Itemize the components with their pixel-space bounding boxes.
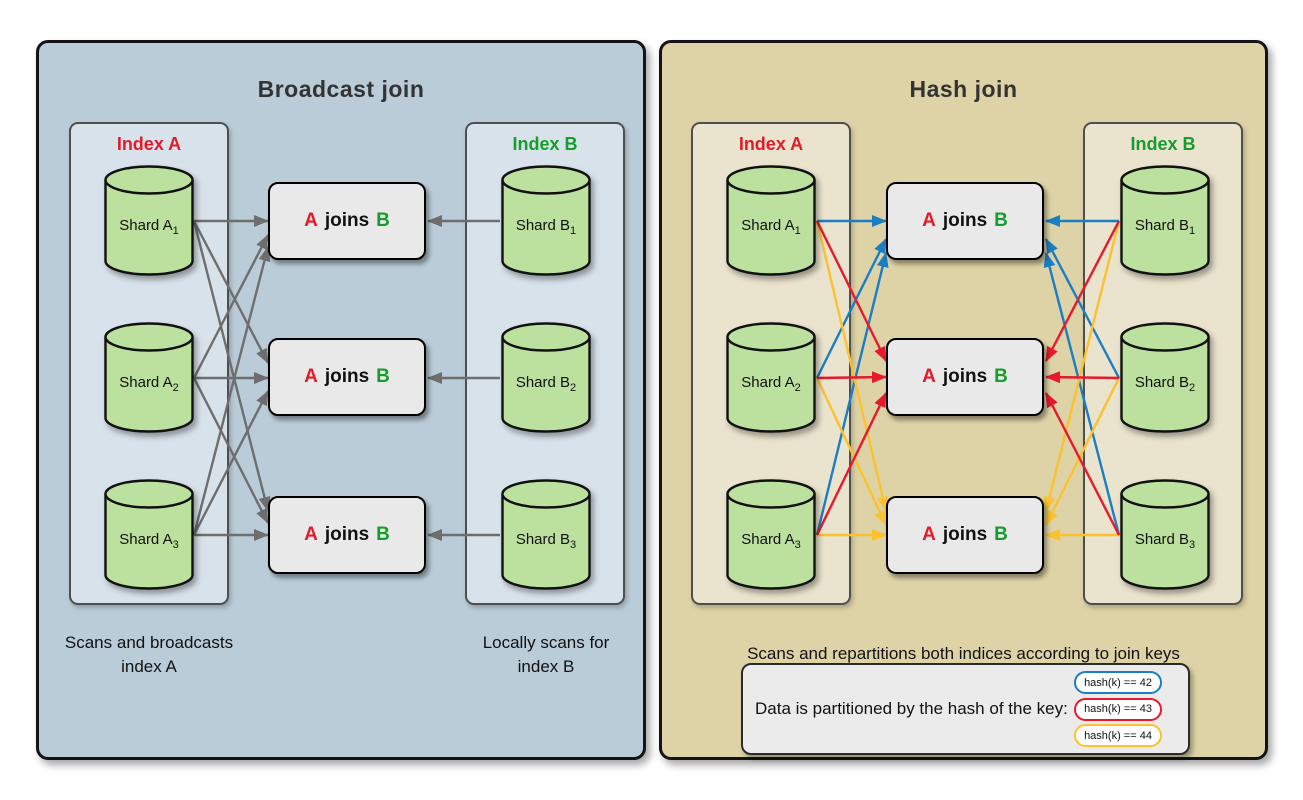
legend-item-hash-43: hash(k) == 43 (1074, 697, 1162, 721)
hash-shard-b3-cylinder: Shard B3 (1119, 479, 1211, 591)
database-cylinder-icon (104, 165, 194, 276)
hash-partition-legend: Data is partitioned by the hash of the k… (741, 663, 1190, 755)
hash-join-box-3: A joins B (886, 496, 1044, 574)
arrow-a1-join3 (192, 220, 271, 512)
legend-item-hash-42: hash(k) == 42 (1074, 671, 1162, 694)
broadcast-join-panel: Broadcast join Index A Index B Shard A1 (36, 40, 646, 760)
index-b-label: Index B (1130, 134, 1196, 154)
legend-text: Data is partitioned by the hash of the k… (755, 699, 1068, 718)
hash-shard-b2-cylinder: Shard B2 (1119, 322, 1211, 434)
arrow-a2-join1 (192, 234, 270, 379)
arrow-hash43-a2-join2 (816, 371, 887, 384)
legend-pill-list: hash(k) == 42 hash(k) == 43 hash(k) == 4… (1074, 665, 1162, 753)
hash-shard-a1-cylinder: Shard A1 (725, 165, 817, 277)
shard-label: Shard B2 (1134, 374, 1196, 394)
arrow-hash43-b3-join2 (1044, 392, 1121, 536)
shard-label: Shard A2 (741, 374, 801, 394)
broadcast-caption-index-a: Scans and broadcasts index A (64, 633, 234, 676)
shard-label: Shard A1 (119, 217, 179, 237)
shard-label: Shard A2 (119, 374, 179, 394)
arrow-hash43-b1-join2 (1044, 220, 1121, 362)
database-cylinder-icon (1120, 479, 1210, 590)
index-a-label: Index A (738, 134, 804, 154)
arrow-hash42-b3-join1 (1043, 252, 1121, 536)
database-cylinder-icon (104, 479, 194, 590)
arrow-hash44-a1-join3 (815, 220, 889, 512)
broadcast-join-box-1: A joins B (268, 182, 426, 260)
hash-join-panel: Hash join Index A Index B (659, 40, 1268, 760)
index-a-label: Index A (116, 134, 182, 154)
database-cylinder-icon (1120, 322, 1210, 433)
shard-label: Shard B3 (515, 531, 577, 551)
arrow-a3-join1 (192, 246, 271, 536)
shard-label: Shard B3 (1134, 531, 1196, 551)
broadcast-caption-index-b: Locally scans for index B (482, 633, 610, 676)
hash-join-box-2: A joins B (886, 338, 1044, 416)
broadcast-shard-b3-cylinder: Shard B3 (500, 479, 592, 591)
broadcast-join-box-2: A joins B (268, 338, 426, 416)
broadcast-join-box-3: A joins B (268, 496, 426, 574)
broadcast-shard-a3-cylinder: Shard A3 (103, 479, 195, 591)
broadcast-shard-a1-cylinder: Shard A1 (103, 165, 195, 277)
arrow-hash44-a2-join3 (815, 377, 888, 526)
broadcast-shard-b2-cylinder: Shard B2 (500, 322, 592, 434)
arrow-hash43-b2-join2 (1045, 371, 1120, 384)
arrow-hash42-a2-join1 (815, 238, 888, 379)
database-cylinder-icon (501, 165, 591, 276)
database-cylinder-icon (1120, 165, 1210, 276)
shard-label: Shard B1 (515, 217, 577, 237)
hash-join-box-1: A joins B (886, 182, 1044, 260)
legend-item-hash-44: hash(k) == 44 (1074, 724, 1162, 747)
arrow-a3-join2 (192, 390, 270, 536)
hash-arrows-layer (815, 215, 1121, 541)
broadcast-shard-b1-cylinder: Shard B1 (500, 165, 592, 277)
hash-shard-b1-cylinder: Shard B1 (1119, 165, 1211, 277)
shard-label: Shard B1 (1134, 217, 1196, 237)
database-cylinder-icon (726, 322, 816, 433)
arrow-hash43-a3-join2 (815, 392, 888, 536)
arrow-a1-join2 (192, 220, 270, 364)
index-b-label: Index B (512, 134, 578, 154)
arrow-hash42-b2-join1 (1044, 238, 1121, 379)
hash-caption: Scans and repartitions both indices acco… (747, 644, 1180, 663)
shard-label: Shard B2 (515, 374, 577, 394)
hash-shard-a2-cylinder: Shard A2 (725, 322, 817, 434)
hash-shard-a3-cylinder: Shard A3 (725, 479, 817, 591)
shard-label: Shard A1 (741, 217, 801, 237)
database-cylinder-icon (104, 322, 194, 433)
database-cylinder-icon (726, 479, 816, 590)
database-cylinder-icon (726, 165, 816, 276)
shard-label: Shard A3 (119, 531, 179, 551)
database-cylinder-icon (501, 479, 591, 590)
arrow-hash44-b1-join3 (1043, 220, 1121, 512)
arrow-hash44-b2-join3 (1044, 377, 1121, 526)
arrow-a2-join3 (192, 377, 270, 524)
shard-label: Shard A3 (741, 531, 801, 551)
arrow-hash43-a1-join2 (815, 220, 888, 362)
arrow-hash42-a3-join1 (815, 252, 889, 536)
broadcast-join-title: Broadcast join (257, 76, 425, 102)
database-cylinder-icon (501, 322, 591, 433)
broadcast-arrows-layer (192, 215, 500, 541)
broadcast-shard-a2-cylinder: Shard A2 (103, 322, 195, 434)
hash-join-title: Hash join (909, 76, 1018, 102)
